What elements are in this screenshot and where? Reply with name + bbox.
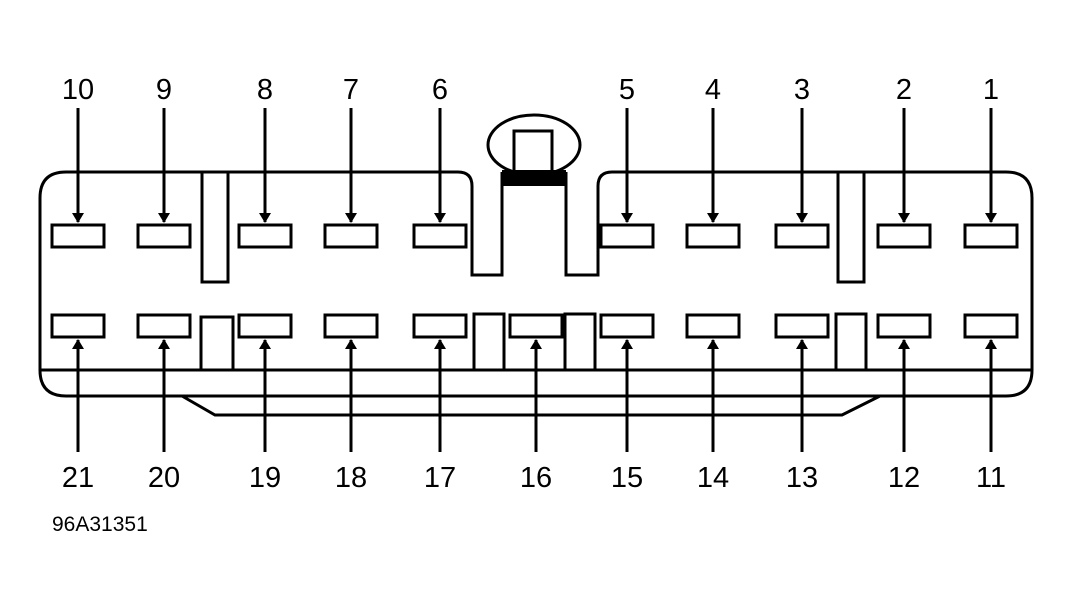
pin-label-10: 10 [62, 74, 94, 106]
terminal-slot-15 [599, 313, 655, 339]
pin-label-17: 17 [424, 462, 456, 494]
pin-label-14: 14 [697, 462, 729, 494]
terminal-slot-21 [50, 313, 106, 339]
pin-label-11: 11 [976, 462, 1006, 494]
terminal-slot-14 [685, 313, 741, 339]
figure-code: 96A31351 [52, 513, 148, 536]
terminal-slot-4 [685, 223, 741, 249]
terminal-slot-8 [237, 223, 293, 249]
top-row-arrows [72, 108, 997, 223]
pin-label-5: 5 [619, 74, 635, 106]
pin-label-16: 16 [520, 462, 552, 494]
terminal-slot-6 [412, 223, 468, 249]
terminal-slot-18 [323, 313, 379, 339]
pin-label-21: 21 [62, 462, 94, 494]
terminal-slot-7 [323, 223, 379, 249]
pin-label-9: 9 [156, 74, 172, 106]
terminal-slot-20 [136, 313, 192, 339]
pin-label-20: 20 [148, 462, 180, 494]
pin-label-3: 3 [794, 74, 810, 106]
pin-label-12: 12 [888, 462, 920, 494]
locking-tab [486, 113, 582, 186]
terminal-slot-3 [774, 223, 830, 249]
top-row-terminals [50, 223, 1019, 249]
pin-label-6: 6 [432, 74, 448, 106]
pin-label-7: 7 [343, 74, 359, 106]
pin-label-4: 4 [705, 74, 721, 106]
pin-label-19: 19 [249, 462, 281, 494]
terminal-slot-12 [876, 313, 932, 339]
terminal-slot-16 [508, 313, 564, 339]
terminal-slot-10 [50, 223, 106, 249]
terminal-slot-1 [963, 223, 1019, 249]
terminal-slot-9 [136, 223, 192, 249]
pin-label-1: 1 [983, 74, 999, 106]
terminal-slot-13 [774, 313, 830, 339]
terminal-slot-11 [963, 313, 1019, 339]
polarizing-keys [199, 170, 868, 372]
pin-label-15: 15 [611, 462, 643, 494]
terminal-slot-17 [412, 313, 468, 339]
terminal-slot-5 [599, 223, 655, 249]
bottom-row-pin-labels: 21 20 19 18 17 16 15 14 13 12 11 [62, 462, 1006, 494]
pin-label-8: 8 [257, 74, 273, 106]
bottom-row-terminals [50, 313, 1019, 339]
bottom-row-arrows [72, 339, 997, 452]
terminal-slot-2 [876, 223, 932, 249]
terminal-slot-19 [237, 313, 293, 339]
pin-label-18: 18 [335, 462, 367, 494]
pin-label-13: 13 [786, 462, 818, 494]
pin-label-2: 2 [896, 74, 912, 106]
top-row-pin-labels: 10 9 8 7 6 5 4 3 2 1 [62, 74, 999, 106]
